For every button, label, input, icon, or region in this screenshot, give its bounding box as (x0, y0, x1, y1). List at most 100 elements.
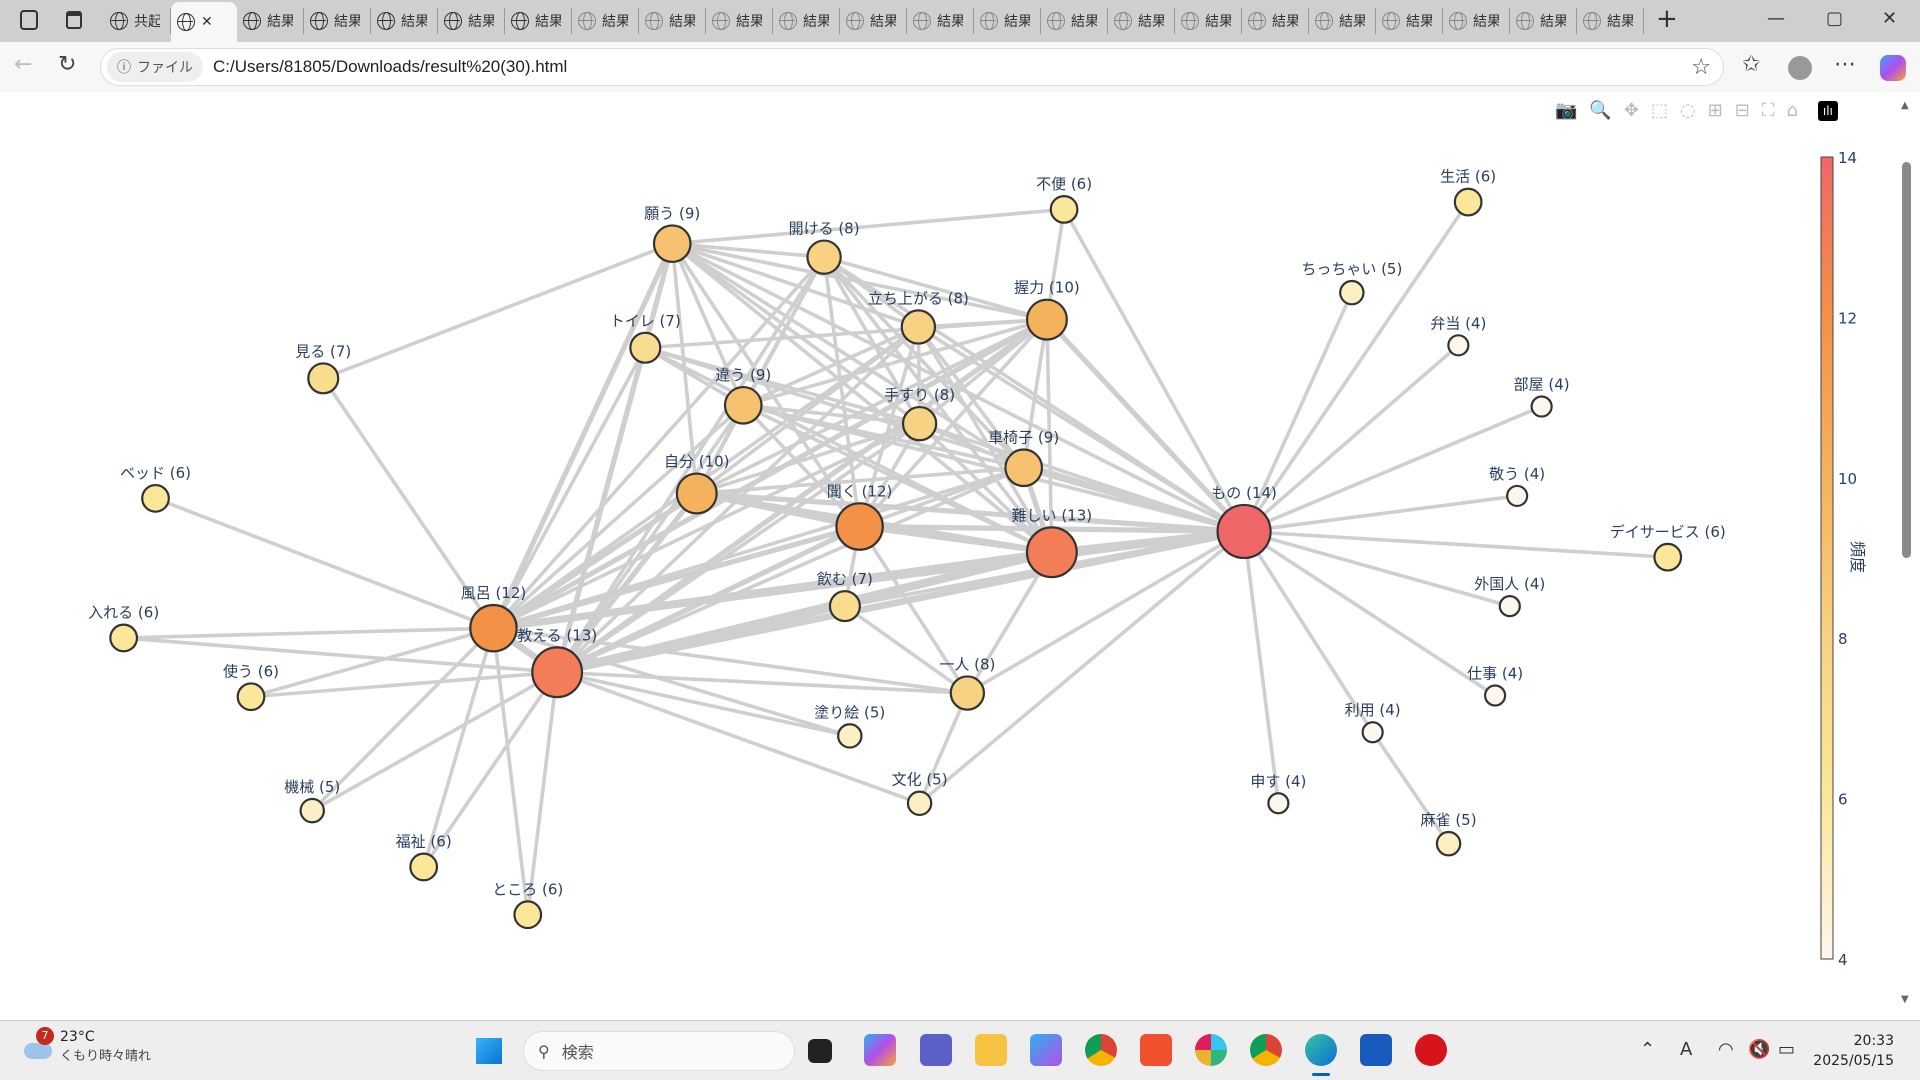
node-使う[interactable] (236, 682, 266, 712)
node-部屋[interactable] (1530, 395, 1553, 418)
tab[interactable]: 結果 (304, 8, 371, 34)
node-生活[interactable] (1453, 187, 1483, 217)
node-トイレ[interactable] (629, 331, 662, 364)
node-飲む[interactable] (828, 590, 861, 623)
chrome-profile-icon[interactable] (1250, 1034, 1282, 1066)
word-icon[interactable] (1360, 1034, 1392, 1066)
node-違う[interactable] (723, 385, 763, 425)
edge-icon[interactable] (1305, 1034, 1337, 1066)
node-塗り絵[interactable] (837, 723, 863, 749)
close-window-button[interactable]: ✕ (1882, 8, 1898, 29)
copilot-icon[interactable] (1880, 55, 1906, 81)
url-text[interactable]: C:/Users/81805/Downloads/result%20(30).h… (213, 57, 568, 76)
node-文化[interactable] (906, 790, 933, 817)
tab[interactable]: 結果 (974, 8, 1041, 34)
node-難しい[interactable] (1025, 526, 1078, 579)
profile-avatar[interactable] (1788, 56, 1812, 80)
m365-icon[interactable] (1030, 1034, 1062, 1066)
tab[interactable]: 結果 (706, 8, 773, 34)
task-view-icon[interactable] (808, 1039, 832, 1063)
node-仕事[interactable] (1484, 684, 1507, 707)
tab[interactable]: 結果 (1175, 8, 1242, 34)
tab[interactable]: 結果 (907, 8, 974, 34)
vertical-tabs-icon[interactable] (66, 11, 82, 29)
scroll-up-icon[interactable]: ▲ (1901, 100, 1909, 111)
node-麻雀[interactable] (1435, 830, 1462, 857)
tab[interactable]: 結果 (505, 8, 572, 34)
file-explorer-icon[interactable] (975, 1034, 1007, 1066)
tab[interactable]: 結果 (1376, 8, 1443, 34)
tab[interactable]: 結果 (438, 8, 505, 34)
node-手すり[interactable] (901, 405, 938, 442)
node-車椅子[interactable] (1004, 448, 1044, 488)
chrome-icon[interactable] (1085, 1034, 1117, 1066)
plotly-logo-icon[interactable]: ılı (1817, 100, 1838, 121)
node-申す[interactable] (1267, 792, 1290, 815)
tab[interactable]: 共起 (104, 8, 171, 34)
workspaces-icon[interactable] (20, 10, 38, 30)
node-もの[interactable] (1216, 503, 1272, 560)
reload-button[interactable]: ↻ (58, 52, 77, 77)
close-tab-icon[interactable]: ✕ (201, 14, 213, 30)
tab-active[interactable]: ✕ (171, 2, 237, 42)
favorite-star-icon[interactable]: ☆ (1691, 54, 1711, 80)
home-icon[interactable]: ⌂ (1786, 100, 1798, 121)
node-聞く[interactable] (835, 502, 884, 551)
node-風呂[interactable] (469, 603, 518, 653)
tab[interactable]: 結果 (639, 8, 706, 34)
tab[interactable]: 結果 (1242, 8, 1309, 34)
tab[interactable]: 結果 (371, 8, 438, 34)
scrollbar-thumb[interactable] (1902, 162, 1911, 558)
taskbar-search[interactable]: ⚲検索 (523, 1031, 795, 1071)
tab[interactable]: 結果 (1108, 8, 1175, 34)
node-願う[interactable] (652, 224, 692, 264)
favorites-icon[interactable]: ✩ (1742, 52, 1761, 77)
node-見る[interactable] (307, 362, 340, 395)
node-ところ[interactable] (513, 900, 543, 930)
tab[interactable]: 結果 (1443, 8, 1510, 34)
copilot-app-icon[interactable] (864, 1034, 896, 1066)
tab[interactable]: 結果 (1510, 8, 1577, 34)
show-hidden-icons[interactable]: ⌃ (1640, 1039, 1656, 1060)
node-握力[interactable] (1025, 298, 1068, 341)
zoom-out-icon[interactable]: ⊟ (1734, 100, 1750, 121)
node-開ける[interactable] (806, 239, 842, 275)
brave-icon[interactable] (1140, 1034, 1172, 1066)
ime-indicator[interactable]: A (1680, 1039, 1693, 1060)
node-利用[interactable] (1361, 721, 1384, 744)
maximize-button[interactable]: ▢ (1826, 8, 1844, 29)
teams-icon[interactable] (920, 1034, 952, 1066)
slack-icon[interactable] (1195, 1034, 1227, 1066)
tab[interactable]: 結果 (840, 8, 907, 34)
wifi-icon[interactable]: ◠ (1718, 1039, 1734, 1060)
node-ちっちゃい[interactable] (1339, 279, 1365, 306)
zoom-icon[interactable]: 🔍 (1589, 100, 1612, 121)
node-機械[interactable] (299, 797, 325, 824)
tab[interactable]: 結果 (1577, 8, 1644, 34)
node-敬う[interactable] (1506, 484, 1529, 508)
tab[interactable]: 結果 (773, 8, 840, 34)
start-button[interactable] (474, 1036, 504, 1066)
node-教える[interactable] (531, 646, 584, 699)
minimize-button[interactable]: — (1767, 8, 1785, 29)
tab[interactable]: 結果 (1041, 8, 1108, 34)
tab[interactable]: 結果 (1309, 8, 1376, 34)
box-select-icon[interactable]: ⬚ (1650, 100, 1668, 121)
node-立ち上がる[interactable] (900, 309, 937, 345)
trend-micro-icon[interactable] (1415, 1034, 1447, 1066)
page-scrollbar[interactable]: ▲ ▼ (1898, 96, 1914, 1020)
node-福祉[interactable] (409, 852, 439, 882)
pan-icon[interactable]: ✥ (1623, 100, 1639, 121)
more-menu-icon[interactable]: ⋯ (1834, 52, 1856, 77)
volume-muted-icon[interactable]: 🔇 (1748, 1039, 1771, 1060)
tab[interactable]: 結果 (572, 8, 639, 34)
node-入れる[interactable] (109, 623, 139, 653)
autoscale-icon[interactable]: ⛶ (1761, 100, 1775, 121)
node-ベッド[interactable] (141, 483, 170, 513)
node-デイサービス[interactable] (1653, 542, 1683, 572)
zoom-in-icon[interactable]: ⊞ (1707, 100, 1723, 121)
node-不便[interactable] (1049, 194, 1079, 224)
